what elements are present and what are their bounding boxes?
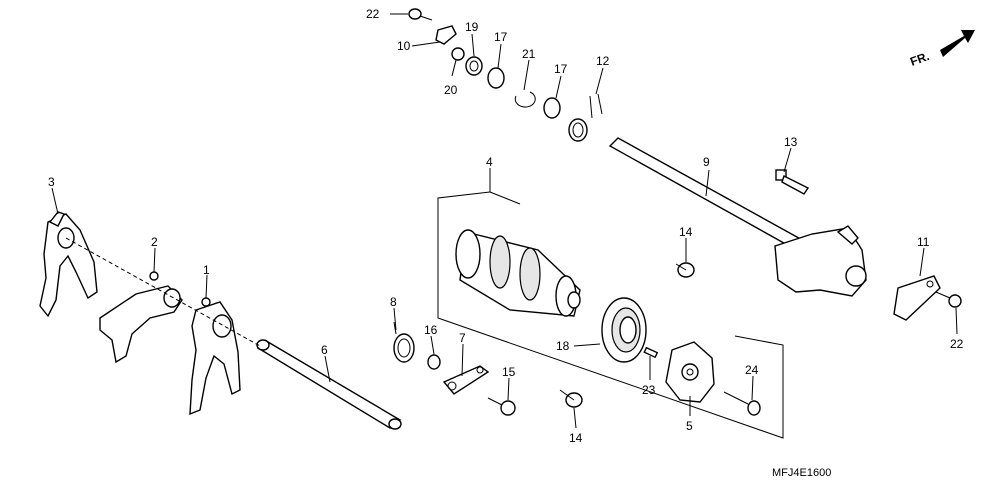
bolt-13: [775, 169, 810, 195]
spring-12: [568, 93, 603, 142]
bolt-22-right: [935, 291, 962, 308]
shift-fork-2: [99, 271, 183, 364]
bolt-15: [487, 397, 516, 416]
nut-20: [451, 47, 465, 61]
dowel-pin-23: [643, 346, 659, 359]
callout-9: 9: [703, 155, 710, 169]
collar-10: [435, 25, 457, 45]
callout-3: 3: [48, 175, 55, 189]
bolt-24: [723, 391, 761, 416]
assembly-bracket-outline: [437, 191, 784, 439]
washer-16: [427, 354, 441, 370]
callout-16: 16: [424, 323, 438, 337]
gearshift-spindle-9: [608, 137, 867, 297]
callout-5: 5: [686, 419, 693, 433]
callout-6: 6: [321, 343, 328, 357]
circlip-21: [514, 91, 536, 108]
front-marker-label: FR.: [908, 49, 931, 69]
drawing-code: MFJ4E1600: [772, 467, 831, 479]
callout-7: 7: [459, 331, 466, 345]
callout-4: 4: [486, 155, 493, 169]
callout-14-upper: 14: [679, 225, 693, 239]
washer-17-lower: [543, 97, 561, 119]
callout-24: 24: [745, 363, 759, 377]
callout-8: 8: [390, 295, 397, 309]
roller-19: [465, 56, 483, 76]
stopper-arm-7: [442, 365, 490, 395]
shift-fork-1: [189, 297, 241, 416]
callout-18: 18: [556, 339, 570, 353]
drum-center-plate-5: [665, 341, 715, 403]
callout-22-right: 22: [950, 337, 964, 351]
return-spring-8: [393, 321, 415, 363]
stopper-arm-11: [893, 275, 941, 321]
bearing-18: [601, 297, 647, 363]
callout-17-upper: 17: [494, 30, 508, 44]
callout-15: 15: [502, 365, 516, 379]
callout-17-lower: 17: [554, 62, 568, 76]
callout-22-top: 22: [366, 7, 380, 21]
bolt-14-lower: [559, 389, 583, 408]
callout-1: 1: [203, 263, 210, 277]
callout-12: 12: [596, 54, 610, 68]
callout-13: 13: [784, 135, 798, 149]
washer-17-upper: [487, 67, 505, 89]
callout-14-lower: 14: [569, 431, 583, 445]
callout-19: 19: [465, 20, 479, 34]
bolt-22-top: [408, 8, 433, 21]
front-direction-marker: FR.: [908, 30, 975, 69]
callout-10: 10: [397, 39, 411, 53]
front-arrow-icon: [940, 30, 975, 57]
fork-shaft-6: [256, 339, 402, 430]
callout-20: 20: [444, 83, 458, 97]
shift-fork-3: [39, 211, 98, 318]
callout-23: 23: [642, 383, 656, 397]
callout-21: 21: [522, 47, 536, 61]
leader-lines: [51, 13, 958, 429]
bolt-14-upper: [675, 262, 695, 278]
callout-11: 11: [917, 235, 930, 249]
shift-drum: [455, 229, 581, 317]
callout-2: 2: [151, 235, 158, 249]
